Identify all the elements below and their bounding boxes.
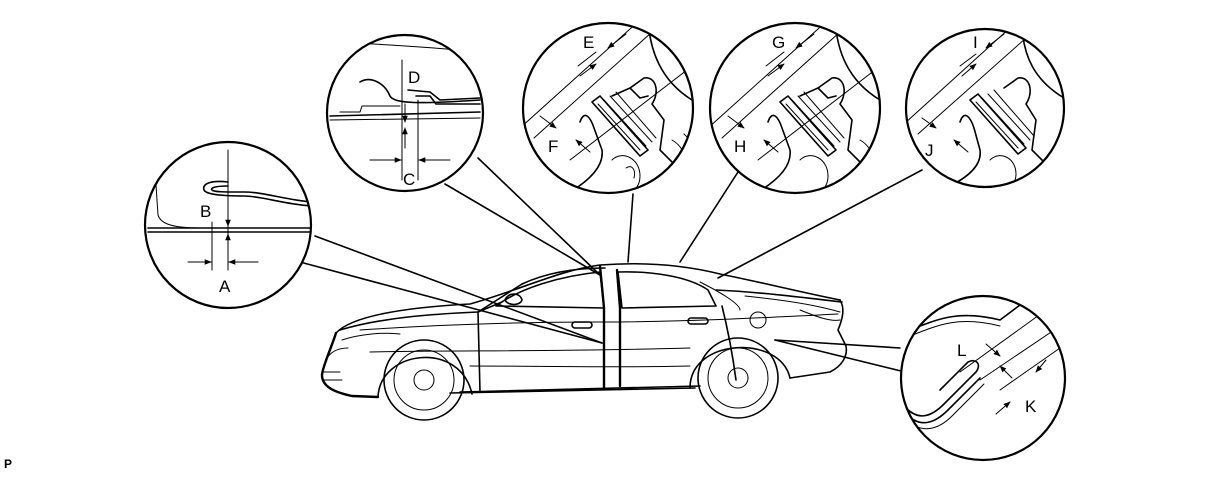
- callout-label: G: [772, 33, 785, 52]
- callout-label: E: [583, 33, 594, 52]
- callout-label: B: [200, 202, 211, 221]
- callout-label: H: [734, 137, 746, 156]
- callout-label: C: [403, 170, 415, 189]
- callout-label: I: [973, 33, 978, 52]
- callout-label: A: [219, 277, 231, 296]
- callout-label: F: [548, 137, 558, 156]
- callout-label: D: [408, 68, 420, 87]
- leader-lines: [299, 157, 923, 373]
- callout-kl: L K: [899, 294, 1067, 462]
- callout-label: J: [925, 141, 934, 160]
- callout-ab: B A: [143, 140, 313, 310]
- callout-ef: E F: [521, 21, 695, 195]
- callout-ij: I J: [904, 27, 1066, 189]
- figure-marker: P: [4, 457, 12, 471]
- callout-label: K: [1025, 397, 1037, 416]
- callout-gh: G H: [708, 21, 882, 195]
- callout-cd: D C: [325, 33, 485, 193]
- callout-label: L: [957, 341, 966, 360]
- car-side-view: [320, 262, 848, 421]
